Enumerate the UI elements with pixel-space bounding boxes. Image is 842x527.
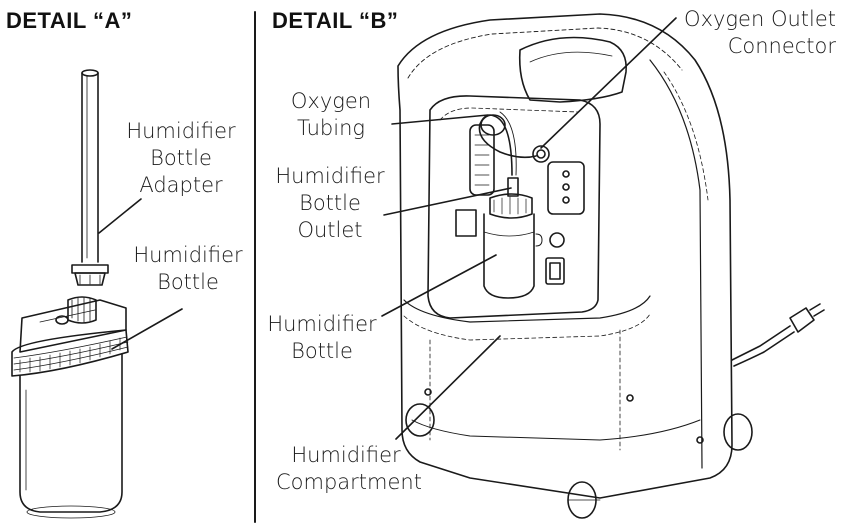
humidifier-bottle-adapter-drawing [71, 69, 109, 286]
label-humidifier-bottle-a: Humidifier Bottle [133, 243, 243, 294]
leader-compartment [395, 335, 501, 440]
label-oxygen-outlet-connector: Oxygen Outlet Connector [684, 7, 836, 58]
label-oxygen-tubing: Oxygen Tubing [290, 89, 372, 140]
leader-bottle-b [381, 254, 497, 317]
detail-b-heading: DETAIL “B” [272, 8, 399, 33]
detail-a-heading: DETAIL “A” [6, 8, 133, 33]
label-humidifier-compartment: Humidifier Compartment [276, 443, 422, 494]
leader-bottle-a [111, 308, 183, 350]
leader-bottle-outlet [383, 187, 512, 216]
oxygen-concentrator-drawing [397, 13, 825, 519]
label-humidifier-bottle-b: Humidifier Bottle [267, 312, 377, 363]
label-humidifier-bottle-outlet: Humidifier Bottle Outlet [275, 164, 385, 242]
leader-outlet-connector [540, 17, 677, 149]
leader-adapter [98, 198, 142, 234]
leader-tubing [391, 114, 489, 125]
label-humidifier-bottle-adapter: Humidifier Bottle Adapter [126, 119, 236, 197]
humidifier-bottle-a-drawing [11, 296, 129, 519]
